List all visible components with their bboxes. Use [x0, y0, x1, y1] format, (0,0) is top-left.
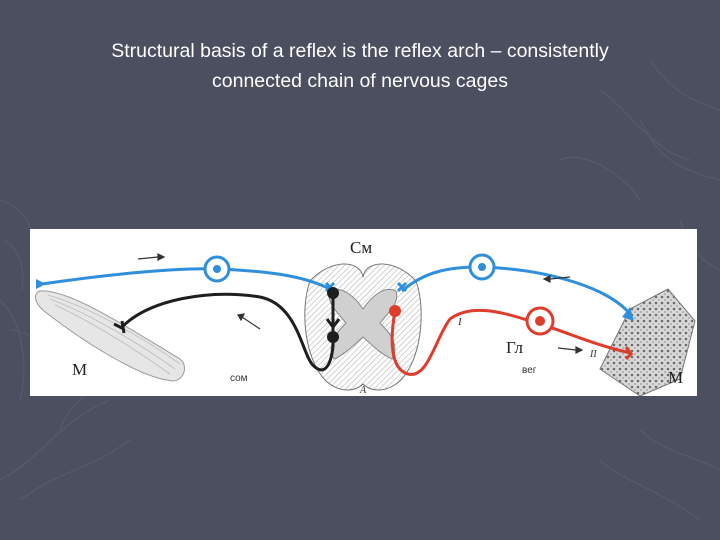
label-vegetative: вег [522, 365, 537, 376]
slide-title-line-1: Structural basis of a reflex is the refl… [111, 40, 609, 62]
vegetative-effector-ending [624, 346, 634, 361]
label-muscle-right: М [668, 368, 683, 387]
label-somatic: сом [230, 373, 248, 384]
vegetative-neuron [389, 305, 401, 317]
sensory-receptor-right [622, 307, 634, 321]
somatic-interneuron [327, 287, 339, 299]
sensory-receptor-left [36, 279, 46, 289]
label-spinal-cord: См [350, 238, 372, 257]
spinal-cord-gray-matter [328, 289, 398, 360]
direction-arrows [137, 253, 584, 354]
somatic-motor-neuron [327, 331, 339, 343]
label-a: A [359, 385, 367, 396]
right-muscle [599, 288, 696, 396]
label-ganglion: Гл [506, 338, 524, 357]
somatic-motor-ending [113, 320, 126, 334]
label-roman-one: I [457, 316, 463, 328]
label-muscle-left: М [72, 360, 87, 379]
reflex-arch-diagram: См Гл М М сом вег I II A [30, 229, 697, 396]
slide-title: Structural basis of a reflex is the refl… [30, 36, 690, 96]
slide-title-line-2: connected chain of nervous cages [212, 70, 508, 92]
label-roman-two: II [589, 349, 597, 360]
